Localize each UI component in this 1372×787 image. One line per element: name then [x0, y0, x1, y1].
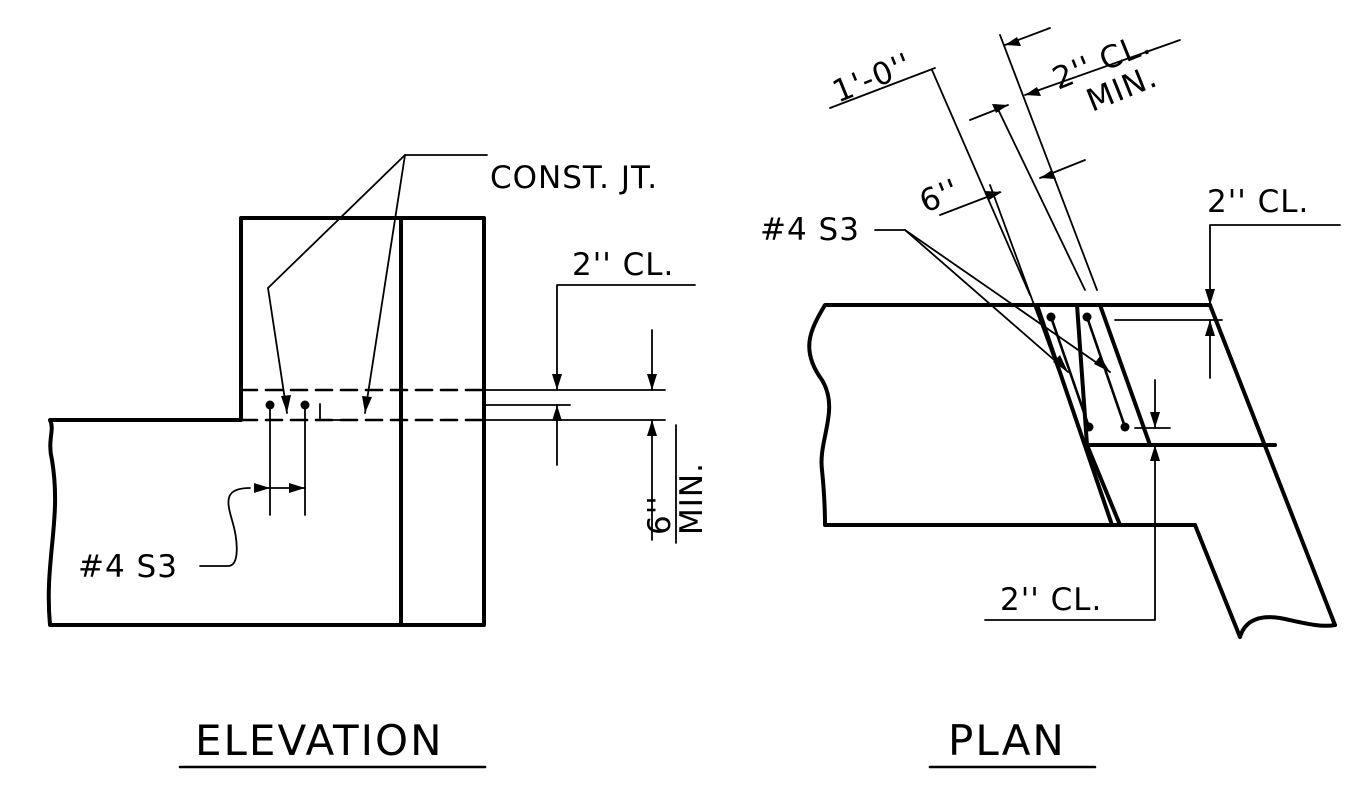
plan-clear-bottom-arrow — [1150, 445, 1160, 461]
plan-width-dim-label: 1'-0'' — [828, 46, 918, 110]
plan-wall-edge — [1085, 443, 1122, 527]
plan-clear-bottom-arrow — [1150, 412, 1160, 428]
plan-clear-bottom-label: 2'' CL. — [1000, 582, 1102, 618]
plan-ext-line — [931, 69, 1031, 296]
plan-wall-edge — [1075, 303, 1089, 447]
plan-clear-min-arrow — [992, 104, 1008, 113]
plan-bottom-leg — [1193, 523, 1337, 639]
plan-rebar-dot — [1084, 422, 1094, 432]
elevation-min-arrow — [647, 374, 657, 390]
elevation-bar-mark-label: #4 S3 — [78, 549, 178, 585]
elevation-outline — [46, 216, 486, 627]
plan-clear-min-arrow — [1025, 87, 1041, 96]
elevation-const-jt-leader — [267, 154, 406, 289]
elevation-const-jt-arrow — [281, 395, 291, 413]
plan-slab-outline — [807, 303, 1212, 527]
plan-spacing-dim-label: 6'' — [915, 172, 965, 220]
elevation-min-depth-suffix: MIN. — [674, 462, 710, 535]
plan-clear-right-arrow — [1205, 320, 1215, 336]
plan-ext-line — [989, 184, 1059, 371]
elevation-clear-top-label: 2'' CL. — [572, 247, 674, 283]
plan-clear-right-arrow — [1205, 289, 1215, 305]
elevation-bar-mark-leader — [199, 487, 251, 567]
elevation-const-jt-leader — [267, 287, 288, 414]
plan-clear-min-dim — [1024, 39, 1181, 96]
plan-bar-mark-arrow — [1094, 356, 1110, 372]
plan-rebar-line — [1085, 315, 1127, 429]
plan-rebar-dot — [1046, 312, 1056, 322]
plan-bar-mark-leader — [904, 229, 1069, 373]
plan-bar-mark-arrow — [1053, 355, 1068, 372]
plan-view: 1'-0'' 6'' 2'' CL. MIN. #4 S3 2'' CL. — [760, 26, 1341, 769]
elevation-min-depth-value: 6'' — [642, 495, 678, 535]
elevation-min-arrow — [647, 420, 657, 436]
plan-ext-line — [999, 34, 1098, 291]
plan-clear-min-arrow — [1040, 170, 1056, 179]
plan-rebar-dot — [1120, 422, 1130, 432]
elevation-const-jt-leader — [364, 154, 406, 414]
plan-right-edge — [1208, 303, 1337, 627]
plan-rebar-dot — [1082, 312, 1092, 322]
plan-wall-edge — [1035, 303, 1114, 527]
elevation-const-jt-label: CONST. JT. — [490, 160, 658, 196]
elevation-const-jt-arrow — [362, 396, 372, 413]
elevation-clear-arrow — [552, 405, 562, 421]
plan-clear-right-label: 2'' CL. — [1207, 184, 1309, 220]
plan-wall-edge — [1098, 303, 1152, 447]
plan-clear-min-arrow — [1005, 37, 1021, 46]
elevation-spacing-arrow — [254, 483, 270, 493]
plan-spacing-arrow — [985, 191, 1002, 200]
plan-title: PLAN — [948, 716, 1066, 765]
plan-clear-right-leader — [1209, 224, 1341, 306]
elevation-clear-leader — [556, 284, 696, 391]
plan-bar-mark-label: #4 S3 — [760, 212, 860, 248]
elevation-view: #4 S3 CONST. JT. 2'' CL. 6'' MIN. ELEVAT… — [46, 154, 710, 769]
elevation-spacing-arrow — [289, 483, 305, 493]
plan-ext-line — [995, 104, 1086, 291]
elevation-title: ELEVATION — [195, 716, 444, 765]
elevation-joint-step — [319, 403, 341, 421]
plan-width-dim-leader — [829, 67, 936, 109]
elevation-clear-arrow — [552, 374, 562, 390]
plan-clear-bottom-leader — [984, 444, 1156, 621]
plan-bar-mark-leader — [904, 229, 1111, 373]
